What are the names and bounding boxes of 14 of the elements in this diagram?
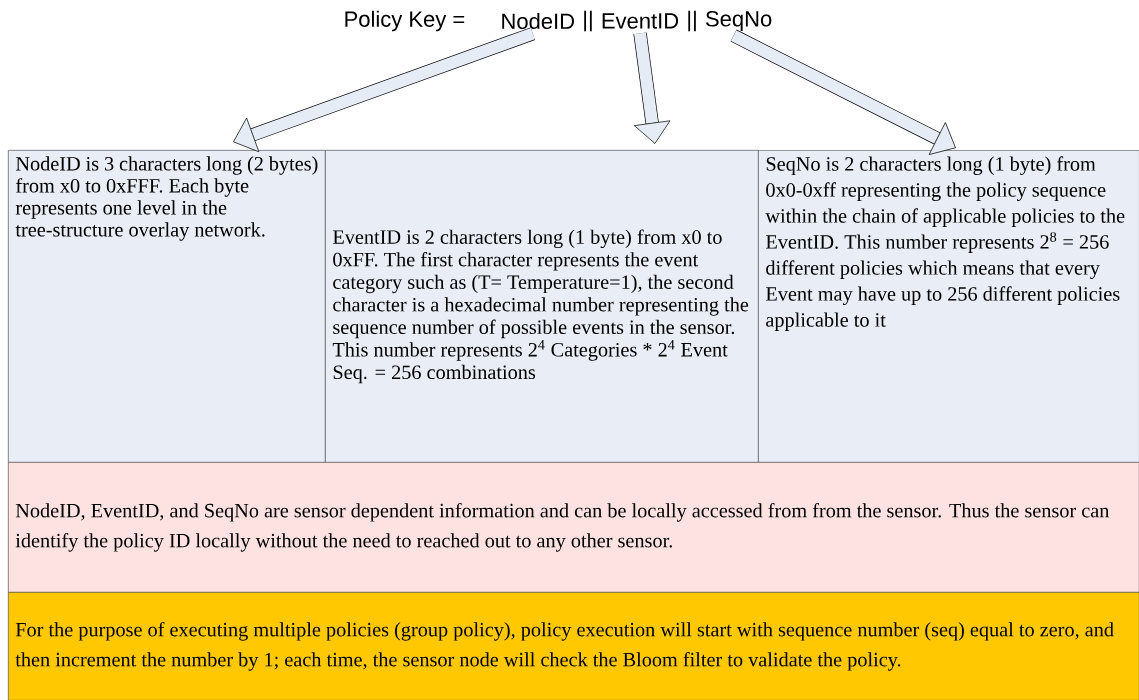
block-arrow — [633, 32, 671, 144]
block-arrow — [233, 27, 536, 153]
header-text: || — [584, 10, 592, 32]
table-cell: NodeID is 3 characters long (2 bytes) from x0 to 0xFFF. Each byte represents one level in the tree-structure overlay network. — [8, 150, 326, 463]
table-cell: EventID is 2 characters long (1 byte) from x0 to 0xFF. The first character represents the event category such as (T= Temperature=1), the second character is a hexadecimal number representing the sequence number of possible events in the sensor. This number represents 2$^{4}$ Categories * 2$^{4}$ Event Seq. = 256 combinations — [325, 150, 759, 463]
header-text: NodeID — [502, 12, 574, 30]
note-box: For the purpose of executing multiple policies (group policy), policy execution will start with sequence number (seq) equal to zero, and then increment the number by 1; each time, the sensor node will check the Bloom filter to validate the policy. — [8, 592, 1139, 700]
table-cell: SeqNo is 2 characters long (1 byte) from 0x0-0xff representing the policy sequence within the chain of applicable policies to the EventID. This number represents 2$^{8}$ = 256 different policies which means that every Event may have up to 256 different policies applicable to it — [758, 150, 1139, 463]
header-text: Policy Key = — [345, 10, 465, 32]
header-text: EventID — [602, 13, 679, 29]
header-text: || — [688, 10, 696, 32]
header-text: SeqNo — [706, 11, 772, 31]
block-arrow — [730, 29, 956, 155]
note-box: NodeID, EventID, and SeqNo are sensor dependent information and can be locally accessed from from the sensor. Thus the sensor can identify the policy ID locally without the need to reached out to any other sensor. — [8, 462, 1139, 593]
